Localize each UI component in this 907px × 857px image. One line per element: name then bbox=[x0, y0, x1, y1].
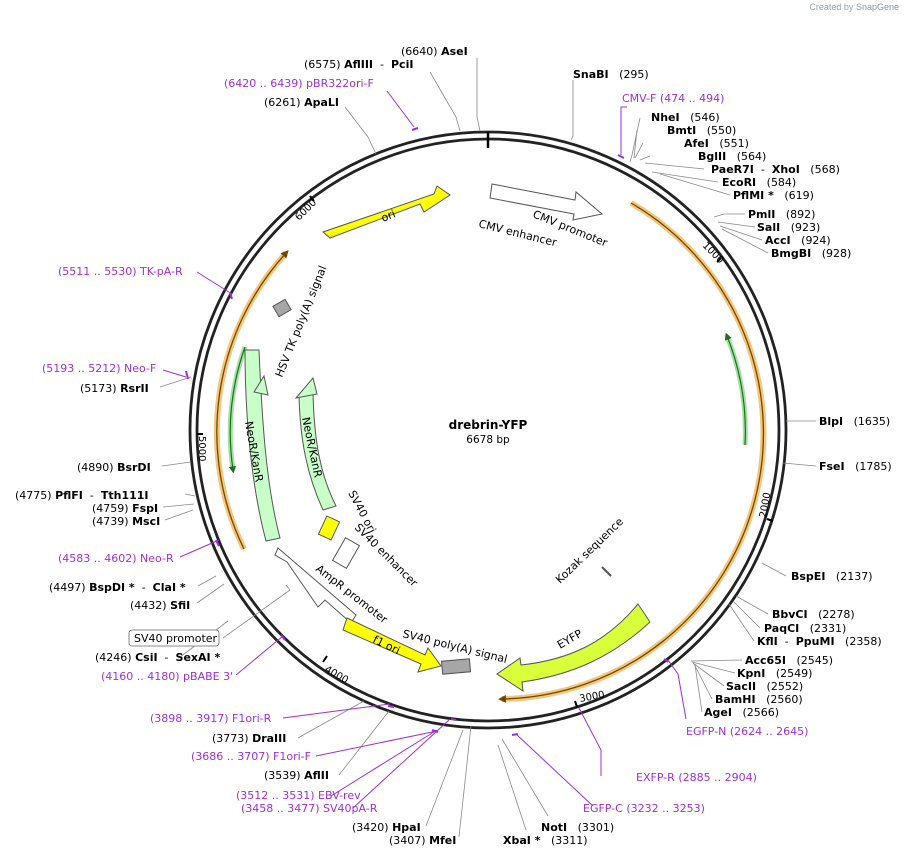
ori-label: ori bbox=[379, 207, 397, 224]
site-noti[interactable]: NotI (3301) bbox=[541, 821, 614, 834]
primer-neo-r[interactable]: (4583 .. 4602) Neo-R bbox=[58, 552, 174, 565]
site-sfii[interactable]: (4432) SfiI bbox=[130, 599, 190, 612]
ampr-promoter-feature bbox=[274, 547, 357, 624]
sv40-promoter-box bbox=[128, 629, 220, 647]
site-xbai[interactable]: XbaI * (3311) bbox=[503, 834, 588, 847]
tick-4000: 4000 bbox=[323, 664, 351, 686]
neo-outer-arrowhead bbox=[253, 374, 269, 396]
snapgene-logo-text: SnapGene bbox=[855, 2, 899, 12]
site-acc65i[interactable]: Acc65I (2545) bbox=[745, 654, 833, 667]
primer-marks bbox=[185, 127, 669, 736]
orf-arc-right-line bbox=[498, 202, 765, 703]
site-kpni[interactable]: KpnI (2549) bbox=[737, 667, 812, 680]
orf-arc-left-line bbox=[216, 250, 289, 550]
primer-ebv-rev[interactable]: (3512 .. 3531) EBV-rev bbox=[236, 789, 361, 802]
orf-green-left bbox=[227, 346, 248, 471]
site-bsrdi[interactable]: (4890) BsrDI bbox=[77, 461, 151, 474]
primer-lines bbox=[162, 90, 687, 809]
primer-exfp-r[interactable]: EXFP-R (2885 .. 2904) bbox=[636, 771, 757, 784]
site-paer7i-xhoi[interactable]: PaeR7I - XhoI (568) bbox=[711, 163, 840, 176]
site-bmti[interactable]: BmtI (550) bbox=[667, 124, 736, 137]
kozak-feature bbox=[601, 566, 612, 577]
site-hpai[interactable]: (3420) HpaI bbox=[352, 821, 421, 834]
site-pmli[interactable]: PmlI (892) bbox=[748, 208, 815, 221]
primer-pbr322ori-f[interactable]: (6420 .. 6439) pBR322ori-F bbox=[224, 77, 374, 90]
site-apali[interactable]: (6261) ApaLI bbox=[264, 96, 339, 109]
primer-pbabe3[interactable]: (4160 .. 4180) pBABE 3' bbox=[101, 670, 233, 683]
site-nhei[interactable]: NheI (546) bbox=[651, 111, 720, 124]
neo-inner-feature bbox=[298, 391, 337, 511]
tick-5000: 5000 bbox=[196, 436, 207, 461]
site-bbvci[interactable]: BbvCI (2278) bbox=[772, 608, 855, 621]
hsv-polya-label: HSV TK poly(A) signal bbox=[273, 264, 330, 379]
site-fspi[interactable]: (4759) FspI bbox=[92, 502, 158, 515]
site-afei[interactable]: AfeI (551) bbox=[684, 137, 749, 150]
tick-3000: 3000 bbox=[579, 690, 606, 705]
sv40-ori-feature bbox=[317, 515, 341, 541]
site-ecori[interactable]: EcoRI (584) bbox=[722, 176, 796, 189]
primer-sv40pa-r[interactable]: (3458 .. 3477) SV40pA-R bbox=[241, 802, 378, 815]
primer-tk-pa-r[interactable]: (5511 .. 5530) TK-pA-R bbox=[58, 265, 183, 278]
neo-outer-feature bbox=[244, 349, 281, 542]
eyfp-feature bbox=[496, 603, 651, 692]
eyfp-label: EYFP bbox=[555, 627, 585, 652]
sv40-enhancer-label: SV40 enhancer bbox=[352, 521, 421, 590]
scale-ticks bbox=[197, 195, 774, 708]
site-bmgbi[interactable]: BmgBI (928) bbox=[771, 247, 851, 260]
orf-green-right-line bbox=[724, 332, 746, 446]
sv40-promoter-label[interactable]: SV40 promoter bbox=[134, 632, 218, 645]
f1-ori-feature bbox=[342, 617, 442, 673]
site-bspdi-clai[interactable]: (4497) BspDI * - ClaI * bbox=[49, 581, 186, 594]
site-blpi[interactable]: BlpI (1635) bbox=[819, 415, 890, 428]
site-kfli-ppumi[interactable]: KflI - PpuMI (2358) bbox=[757, 635, 882, 648]
cmv-feature bbox=[489, 183, 604, 221]
plasmid-name: drebrin-YFP bbox=[449, 418, 528, 432]
neo-inner-label: NeoR/KanR bbox=[299, 416, 325, 479]
site-paqci[interactable]: PaqCI (2331) bbox=[764, 622, 846, 635]
site-sacii[interactable]: SacII (2552) bbox=[726, 680, 803, 693]
hsv-polya-feature bbox=[272, 298, 292, 318]
site-pflmi[interactable]: PflMI * (619) bbox=[733, 189, 814, 202]
neo-inner-arrowhead bbox=[294, 376, 318, 399]
site-sali[interactable]: SalI (923) bbox=[757, 221, 820, 234]
kozak-label: Kozak sequence bbox=[553, 515, 626, 586]
site-afliii-pcii[interactable]: (6575) AflIII - PciI bbox=[304, 58, 413, 71]
primer-f1ori-r[interactable]: (3898 .. 3917) F1ori-R bbox=[150, 712, 272, 725]
site-rsrii[interactable]: (5173) RsrII bbox=[80, 382, 149, 395]
sv40-polya-feature bbox=[440, 658, 472, 675]
primer-cmv-f[interactable]: CMV-F (474 .. 494) bbox=[622, 92, 724, 105]
site-bglii[interactable]: BglII (564) bbox=[698, 150, 766, 163]
site-bspei[interactable]: BspEI (2137) bbox=[791, 570, 873, 583]
snapgene-credit: Created by SnapGene bbox=[809, 2, 899, 12]
site-mfei[interactable]: (3407) MfeI bbox=[389, 834, 456, 847]
site-csii-sexai[interactable]: (4246) CsiI - SexAI * bbox=[95, 651, 220, 664]
site-bamhi[interactable]: BamHI (2560) bbox=[715, 693, 803, 706]
site-acci[interactable]: AccI (924) bbox=[765, 234, 831, 247]
tick-2000: 2000 bbox=[758, 492, 773, 519]
sv40-enhancer-feature bbox=[331, 537, 361, 569]
primer-neo-f[interactable]: (5193 .. 5212) Neo-F bbox=[42, 362, 156, 375]
site-snabi[interactable]: SnaBI (295) bbox=[573, 68, 649, 81]
site-draiii[interactable]: (3773) DraIII bbox=[212, 732, 286, 745]
site-agei[interactable]: AgeI (2566) bbox=[704, 706, 779, 719]
primer-f1ori-f[interactable]: (3686 .. 3707) F1ori-F bbox=[191, 750, 311, 763]
plasmid-length: 6678 bp bbox=[466, 434, 510, 446]
orf-green-left-line bbox=[228, 346, 246, 474]
site-aflii[interactable]: (3539) AflII bbox=[264, 769, 329, 782]
primer-egfp-c[interactable]: EGFP-C (3232 .. 3253) bbox=[583, 802, 705, 815]
site-fsei[interactable]: FseI (1785) bbox=[819, 460, 892, 473]
site-msci[interactable]: (4739) MscI bbox=[92, 515, 160, 528]
site-pflfi-tth111i[interactable]: (4775) PflFI - Tth111I bbox=[15, 489, 149, 502]
site-asei[interactable]: (6640) AseI bbox=[401, 45, 468, 58]
ori-feature bbox=[322, 185, 451, 239]
primer-egfp-n[interactable]: EGFP-N (2624 .. 2645) bbox=[686, 725, 808, 738]
